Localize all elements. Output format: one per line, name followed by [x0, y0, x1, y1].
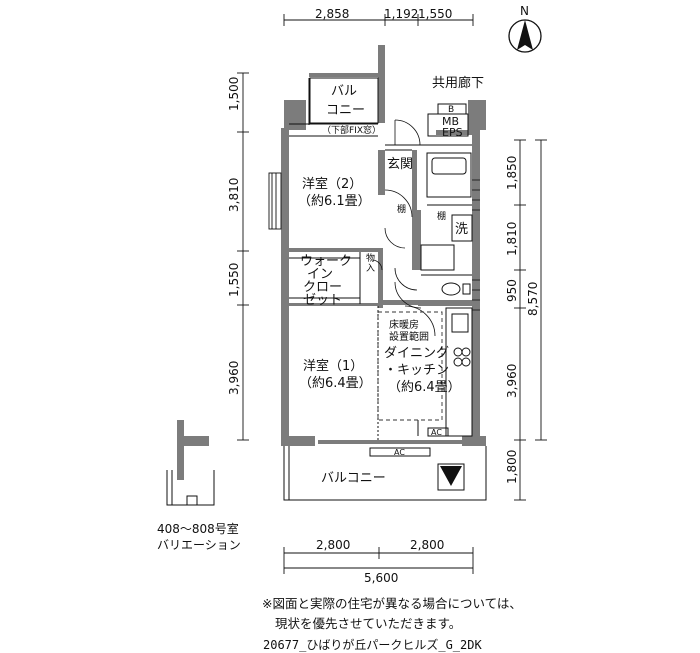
- wash-label: 洗: [455, 222, 468, 237]
- corridor-label: 共用廊下: [432, 75, 484, 91]
- ac-label-2: AC: [394, 448, 405, 457]
- walkin-label-4: ゼット: [303, 293, 342, 308]
- dining-label-1: ダイニング: [384, 346, 449, 361]
- door-swings: [371, 119, 436, 337]
- north-arrow-icon: [508, 19, 542, 53]
- balcony-bottom-label: バルコニー: [321, 471, 386, 486]
- dim-top-1: 2,858: [315, 7, 349, 21]
- eps-label: EPS: [442, 126, 463, 139]
- balcony-top-label-1: バル: [331, 84, 357, 99]
- dim-right-5: 1,800: [505, 450, 519, 484]
- balcony-top-label-2: コニー: [326, 103, 365, 118]
- room2-label-2: （約6.1畳）: [298, 194, 371, 209]
- ac-label-1: AC: [431, 428, 442, 437]
- dim-top-3: 1,550: [418, 7, 452, 21]
- room1-label-2: （約6.4畳）: [299, 376, 372, 391]
- bottom-dimension-line: [283, 547, 474, 574]
- dim-bottom-1: 2,800: [316, 538, 350, 552]
- dim-top-2: 1,192: [384, 7, 418, 21]
- top-dimension-line: [283, 14, 474, 26]
- dim-right-3: 950: [505, 279, 519, 302]
- window-bay: [268, 172, 282, 230]
- footer-id: 20677_ひばりが丘パークヒルズ_G_2DK: [263, 638, 482, 652]
- evacuation-hatch-icon: [437, 463, 465, 491]
- dim-right-2: 1,810: [505, 222, 519, 256]
- walkin-label-2: イン: [307, 267, 333, 282]
- shelf-label-2: 棚: [437, 210, 446, 222]
- railing-hatch: [472, 179, 480, 311]
- dining-label-2: ・キッチン: [384, 363, 449, 378]
- walls: [281, 45, 486, 446]
- dining-label-3: （約6.4畳）: [388, 380, 461, 395]
- variation-caption: 408～808号室 バリエーション: [157, 521, 241, 553]
- dim-right-1: 1,850: [505, 156, 519, 190]
- dim-right-total: 8,570: [526, 282, 540, 316]
- variation-thumbnail: [166, 420, 215, 506]
- walkin-label-1: ウォーク: [300, 254, 352, 269]
- note-line-1: ※図面と実際の住宅が異なる場合については、: [262, 596, 522, 611]
- mb-label: MB: [442, 115, 459, 128]
- room1-label-1: 洋室（1）: [303, 358, 363, 374]
- right-dimension-line: [514, 139, 547, 501]
- disclaimer-note: ※図面と実際の住宅が異なる場合については、 現状を優先させていただきます。: [262, 594, 522, 634]
- north-label: N: [520, 4, 529, 18]
- mb-b-label: B: [448, 105, 454, 115]
- dim-left-3: 1,550: [227, 263, 241, 297]
- interior-lines: [283, 77, 487, 501]
- floor-heating-label-2: 設置範囲: [389, 330, 429, 343]
- variation-line-2: バリエーション: [157, 538, 241, 552]
- left-dimension-line: [237, 72, 249, 441]
- note-line-2: 現状を優先させていただきます。: [275, 616, 462, 631]
- entrance-label: 玄関: [387, 157, 413, 172]
- storage-label-2: 入: [366, 263, 375, 274]
- room2-label-1: 洋室（2）: [302, 176, 362, 192]
- storage-label-1: 物: [366, 252, 375, 264]
- dim-bottom-total: 5,600: [364, 571, 398, 585]
- dim-left-4: 3,960: [227, 361, 241, 395]
- walkin-label-3: クロー: [303, 280, 342, 295]
- dim-left-1: 1,500: [227, 77, 241, 111]
- dim-bottom-2: 2,800: [410, 538, 444, 552]
- shelf-label-1: 棚: [397, 203, 406, 215]
- dim-right-4: 3,960: [505, 364, 519, 398]
- floor-heating-label-1: 床暖房: [389, 318, 419, 331]
- dim-left-2: 3,810: [227, 178, 241, 212]
- fix-window-label: （下部FIX窓）: [322, 124, 381, 136]
- variation-line-1: 408～808号室: [157, 522, 239, 536]
